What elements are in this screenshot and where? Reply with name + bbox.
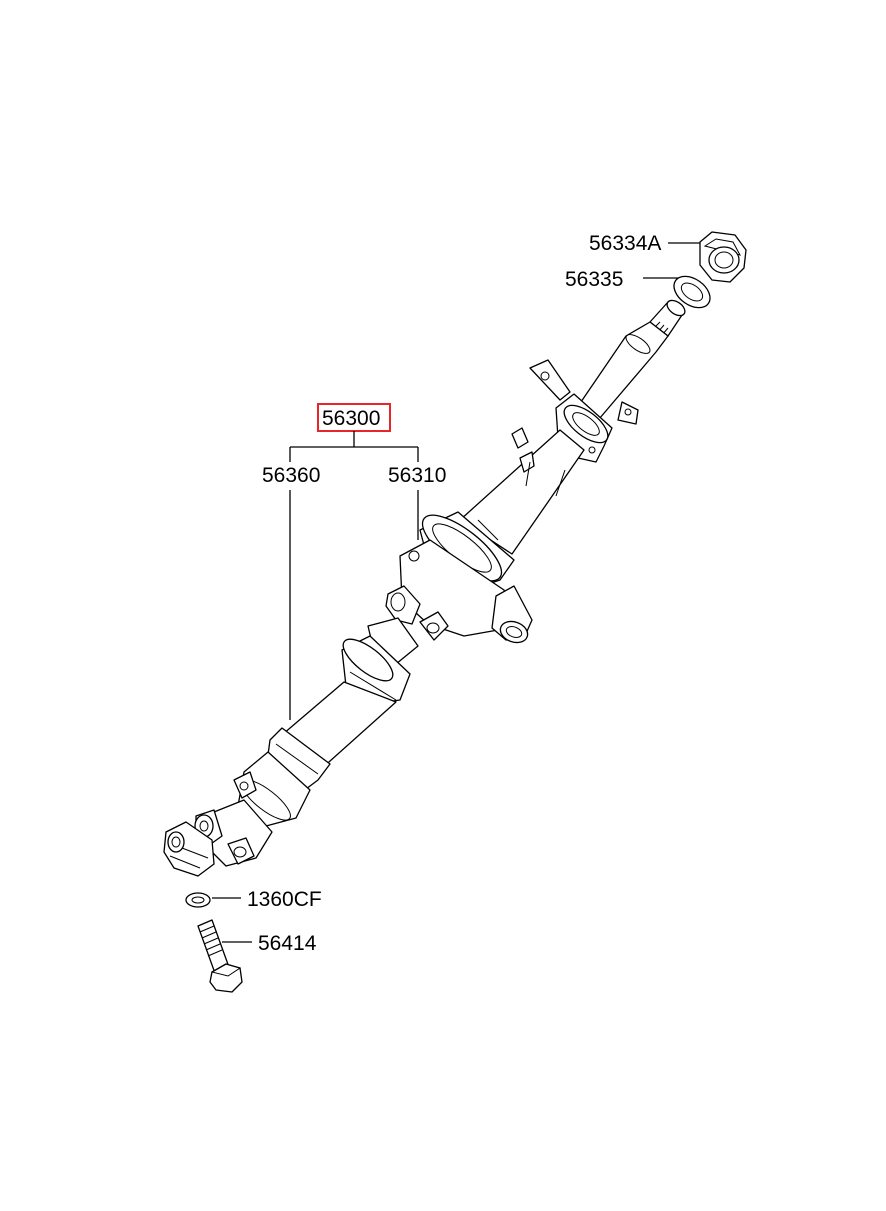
lower-column-part[interactable] [163, 617, 419, 877]
label-56414[interactable]: 56414 [258, 932, 317, 955]
label-56300[interactable]: 56300 [322, 407, 380, 430]
label-56334A[interactable]: 56334A [589, 232, 661, 255]
label-56310[interactable]: 56310 [388, 464, 446, 487]
label-56360[interactable]: 56360 [262, 464, 320, 487]
small-washer-part[interactable] [185, 892, 211, 908]
bolt-part[interactable] [197, 919, 243, 993]
label-56335[interactable]: 56335 [565, 268, 623, 291]
upper-column-part[interactable] [385, 297, 688, 646]
washer-part[interactable] [668, 270, 716, 314]
leader-lines [212, 242, 703, 943]
nut-part[interactable] [699, 231, 747, 283]
label-1360CF[interactable]: 1360CF [247, 888, 322, 911]
